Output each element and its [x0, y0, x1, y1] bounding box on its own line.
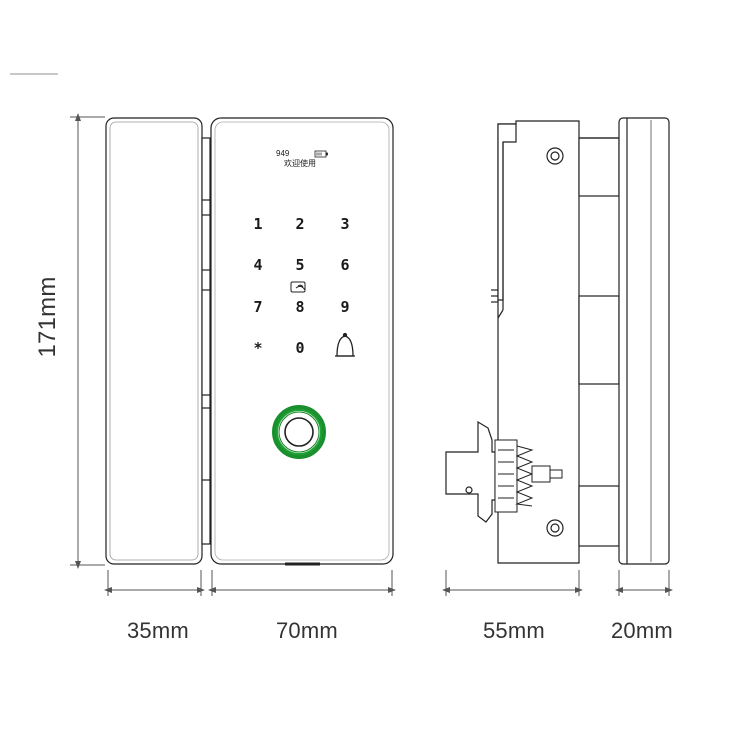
decorative-top-bar [10, 73, 58, 75]
key-hash[interactable]: # [341, 341, 349, 354]
key-7[interactable]: 7 [253, 298, 263, 316]
side-screw-top [546, 147, 564, 165]
glass-side-panel [618, 117, 670, 565]
knob-spring [494, 439, 563, 513]
side-view-body [491, 120, 580, 564]
height-label: 171mm [34, 276, 61, 358]
key-4[interactable]: 4 [253, 256, 263, 274]
battery-icon [314, 150, 328, 158]
key-3[interactable]: 3 [340, 215, 350, 233]
key-1[interactable]: 1 [253, 215, 263, 233]
key-9[interactable]: 9 [340, 298, 350, 316]
key-8[interactable]: 8 [295, 298, 305, 316]
fingerprint-sensor[interactable] [272, 405, 326, 459]
key-2[interactable]: 2 [295, 215, 305, 233]
card-reader-icon [290, 281, 306, 293]
bell-icon [335, 332, 355, 357]
side-screw-bottom [546, 519, 564, 537]
key-star[interactable]: * [253, 339, 263, 357]
left-side-panel [105, 117, 211, 565]
key-0[interactable]: 0 [295, 339, 305, 357]
screen-welcome-message: 欢迎使用 [284, 159, 316, 168]
front-width-label: 70mm [276, 618, 338, 643]
front-panel [210, 117, 394, 566]
thumb-turn-knob [445, 420, 496, 523]
key-5[interactable]: 5 [295, 256, 305, 274]
side-width-label: 35mm [127, 618, 189, 643]
key-6[interactable]: 6 [340, 256, 350, 274]
depth-label: 55mm [483, 618, 545, 643]
glass-width-label: 20mm [611, 618, 673, 643]
glass-clamp-block [578, 137, 620, 547]
width-dimensions [104, 570, 673, 596]
screen-number: 949 [276, 149, 290, 158]
height-dimension [70, 113, 105, 569]
